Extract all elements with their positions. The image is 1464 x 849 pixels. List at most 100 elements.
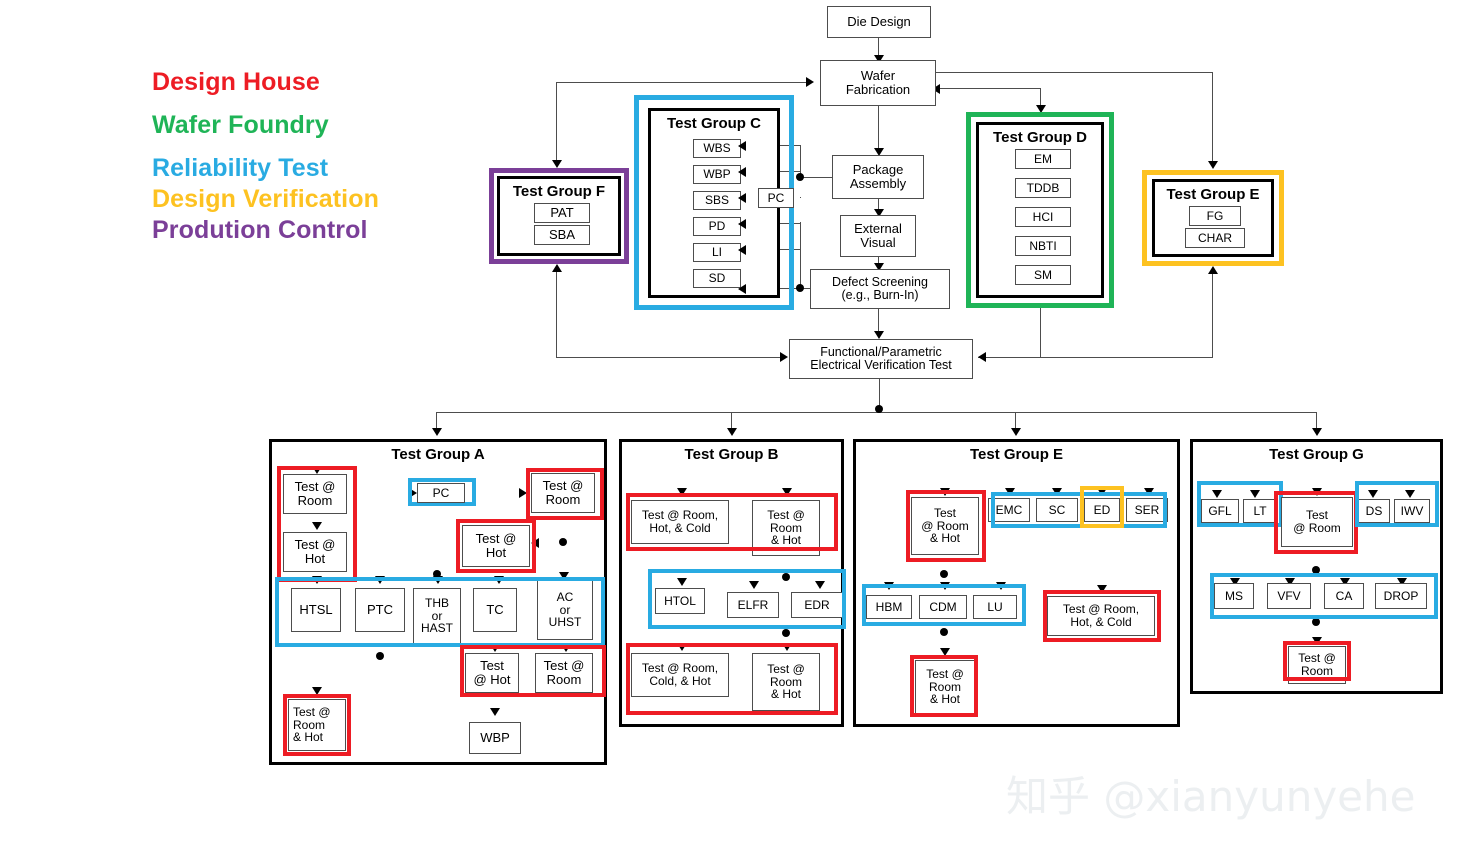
group-d-title: Test Group D	[993, 129, 1087, 146]
node-a-thb-hast: THB or HAST	[413, 588, 461, 644]
e-trh-l3: & Hot	[929, 531, 960, 546]
legend-item-reliability-test: Reliability Test	[152, 154, 329, 182]
fpevt-line1: Functional/Parametric	[820, 344, 942, 359]
a-test-room-1-l2: Room	[297, 493, 333, 508]
a-test-room-2-l2: Room	[545, 492, 581, 507]
a-th3-l1: Test	[480, 658, 504, 674]
a-th3-l2: @ Hot	[473, 672, 511, 687]
a-ac-l2: or	[559, 602, 571, 617]
node-sba: SBA	[534, 225, 590, 245]
group-test-group-e-top: Test Group E FG CHAR	[1152, 179, 1274, 257]
node-g-test-room: Test @ Room	[1281, 497, 1353, 547]
b-trh2-l3: & Hot	[770, 687, 801, 702]
node-b-test-room-cold-hot: Test @ Room, Cold, & Hot	[631, 653, 729, 697]
node-e-cdm: CDM	[919, 595, 967, 619]
wafer-fab-line2: Fabrication	[845, 82, 911, 97]
a-test-room-1-l1: Test @	[294, 479, 336, 495]
external-visual-line2: Visual	[860, 235, 896, 250]
group-a-title: Test Group A	[391, 446, 485, 463]
node-a-test-room-hot: Test @ Room & Hot	[288, 699, 346, 751]
node-b-edr: EDR	[791, 592, 843, 618]
a-trh-l1: Test @	[293, 705, 331, 720]
e-trh-l2: @ Room	[921, 518, 969, 533]
node-char: CHAR	[1185, 228, 1245, 248]
a-thb-l3: HAST	[420, 621, 453, 636]
node-wafer-fabrication: Wafer Fabrication	[820, 60, 936, 106]
node-sd: SD	[693, 269, 741, 288]
package-assembly-line2: Assembly	[849, 176, 907, 191]
node-sbs: SBS	[693, 191, 741, 210]
node-a-test-room-2: Test @ Room	[531, 473, 595, 513]
b-trh-l2: Room	[769, 520, 802, 535]
b-trh2-l1: Test @	[767, 662, 805, 677]
group-e-bottom-title: Test Group E	[969, 446, 1064, 463]
e-trh2-l3: & Hot	[929, 692, 960, 707]
node-a-test-hot-3: Test @ Hot	[465, 653, 519, 693]
a-ac-l3: UHST	[548, 615, 582, 630]
b-trch-l1: Test @ Room,	[641, 661, 719, 676]
node-e-emc: EMC	[988, 498, 1030, 522]
node-a-ac-uhst: AC or UHST	[537, 580, 593, 640]
g-tr-l2: @ Room	[1293, 521, 1341, 535]
node-package-assembly: Package Assembly	[832, 155, 924, 199]
node-b-test-room-hot-2: Test @ Room & Hot	[752, 653, 820, 711]
legend-item-design-house: Design House	[152, 68, 320, 96]
node-a-ptc: PTC	[355, 588, 405, 632]
node-pd: PD	[693, 217, 741, 236]
node-g-drop: DROP	[1375, 583, 1427, 609]
node-g-test-room-2: Test @ Room	[1288, 646, 1346, 684]
node-e-ser: SER	[1126, 498, 1168, 522]
a-thb-l2: or	[431, 608, 443, 623]
group-c-title: Test Group C	[667, 115, 761, 132]
e-trhc-l1: Test @ Room,	[1062, 602, 1140, 617]
node-die-design: Die Design	[827, 6, 931, 38]
group-b-title: Test Group B	[684, 446, 779, 463]
external-visual-line1: External	[854, 221, 902, 237]
e-trh2-l1: Test @	[926, 667, 964, 682]
node-g-vfv: VFV	[1267, 583, 1311, 609]
b-trh-l1: Test @	[767, 508, 805, 523]
group-test-group-e-bottom: Test Group E	[853, 439, 1180, 727]
node-e-ed: ED	[1084, 498, 1120, 522]
g-tr2-l1: Test @	[1298, 651, 1336, 666]
node-g-lt: LT	[1243, 499, 1277, 523]
node-e-lu: LU	[973, 595, 1017, 619]
b-trhc-l2: Hot, & Cold	[649, 521, 711, 535]
b-trhc-l1: Test @ Room,	[641, 508, 719, 523]
legend: Design House Wafer Foundry Reliability T…	[152, 70, 379, 261]
e-trh2-l2: Room	[928, 679, 961, 694]
a-tr3-l1: Test @	[543, 658, 585, 674]
group-test-group-d: Test Group D EM TDDB HCI NBTI SM	[976, 122, 1104, 298]
legend-item-design-verification: Design Verification	[152, 185, 379, 213]
node-e-test-room-hot-2: Test @ Room & Hot	[915, 660, 975, 714]
node-hci: HCI	[1015, 207, 1071, 227]
node-pc-top: PC	[758, 188, 794, 208]
node-e-test-room-hot: Test @ Room & Hot	[911, 497, 979, 555]
node-a-test-hot-1: Test @ Hot	[283, 532, 347, 572]
b-trh-l3: & Hot	[770, 533, 801, 548]
node-a-test-room-1: Test @ Room	[283, 474, 347, 514]
b-trch-l2: Cold, & Hot	[649, 674, 711, 688]
a-thb-l1: THB	[425, 596, 449, 611]
a-test-hot-2-l2: Hot	[485, 545, 507, 560]
node-b-test-room-hot: Test @ Room & Hot	[752, 500, 820, 556]
node-pat: PAT	[534, 203, 590, 223]
node-wbp: WBP	[693, 165, 741, 184]
b-trh2-l2: Room	[769, 674, 802, 689]
a-ac-l1: AC	[556, 590, 574, 605]
node-a-htsl: HTSL	[291, 588, 341, 632]
node-e-hbm: HBM	[866, 595, 912, 619]
group-g-title: Test Group G	[1269, 446, 1364, 463]
fpevt-line2: Electrical Verification Test	[810, 358, 952, 372]
group-f-title: Test Group F	[512, 183, 606, 200]
node-g-ds: DS	[1358, 499, 1390, 523]
e-trh-l1: Test	[933, 506, 956, 521]
node-a-wbp: WBP	[469, 722, 521, 754]
group-e-top-title: Test Group E	[1166, 186, 1260, 203]
e-trhc-l2: Hot, & Cold	[1070, 615, 1132, 629]
watermark: 知乎 @xianyunyehe	[1006, 772, 1416, 821]
node-e-sc: SC	[1036, 498, 1078, 522]
g-tr2-l2: Room	[1300, 664, 1333, 678]
a-trh-l2: Room	[293, 717, 326, 732]
